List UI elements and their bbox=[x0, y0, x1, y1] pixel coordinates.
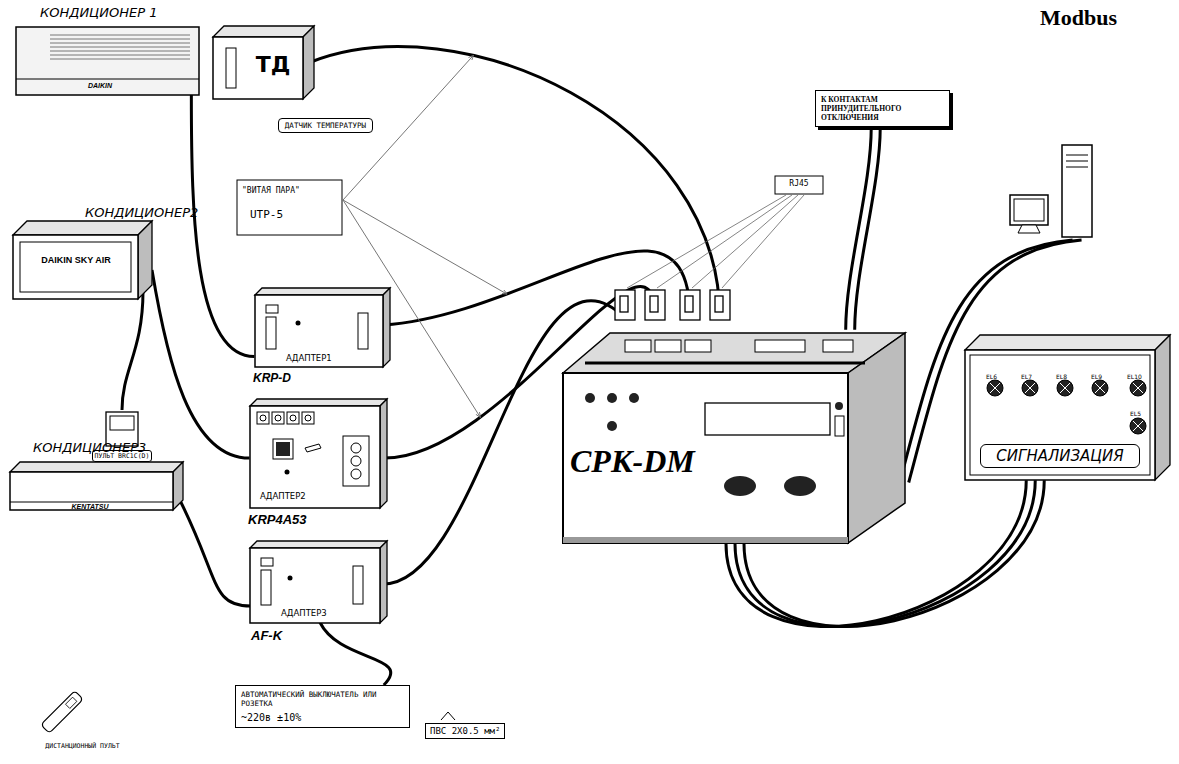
adapter-name: АДАПТЕР1 bbox=[286, 353, 376, 363]
cable-type: UTP-5 bbox=[250, 208, 330, 221]
sensor-name: ТД bbox=[248, 52, 298, 77]
callout-box bbox=[775, 176, 823, 194]
controller-unit-outline bbox=[555, 318, 915, 553]
adapter-board: АДАПТЕР2KRP4A53 bbox=[245, 396, 395, 534]
rj45-jacks bbox=[615, 290, 730, 320]
connector-name: RJ45 bbox=[777, 179, 821, 188]
power-source-box: АВТОМАТИЧЕСКИЙ ВЫКЛЮЧАТЕЛЬ ИЛИ РОЗЕТКА ~2… bbox=[235, 685, 410, 728]
adapter-board: АДАПТЕР1KRP-D bbox=[250, 283, 395, 388]
lamp-label: EL5 bbox=[1130, 410, 1150, 417]
temperature-sensor-outline bbox=[208, 22, 383, 157]
temperature-sensor: ТД ДАТЧИК ТЕМПЕРАТУРЫ bbox=[208, 22, 383, 157]
unit-heading: КОНДИЦИОНЕР3 bbox=[33, 440, 153, 455]
air-conditioner: КОНДИЦИОНЕР2DAIKIN SKY AIR bbox=[8, 205, 188, 305]
leader-lines bbox=[627, 195, 804, 288]
protocol-name: Modbus bbox=[1040, 5, 1115, 31]
cable-strand bbox=[180, 500, 251, 606]
device-caption: ДИСТАНЦИОННЫЙ ПУЛЬТ bbox=[15, 742, 150, 750]
cable-strand bbox=[855, 127, 881, 330]
controller-unit: СРК-DM bbox=[555, 318, 915, 553]
cable-strand bbox=[122, 291, 143, 410]
brand-name: DAIKIN SKY AIR bbox=[22, 255, 130, 265]
lamp-label: EL8 bbox=[1056, 373, 1076, 380]
lamp-label: EL10 bbox=[1127, 373, 1151, 380]
leader-arrow bbox=[343, 200, 507, 294]
computer: Modbus bbox=[1000, 5, 1115, 240]
cable-label: ПВС 2Х0.5 мм² bbox=[425, 723, 505, 739]
cable bbox=[122, 291, 143, 410]
air-conditioner: КОНДИЦИОНЕР3KENTATSU bbox=[5, 440, 195, 520]
sensor-caption: ДАТЧИК ТЕМПЕРАТУРЫ bbox=[278, 118, 373, 133]
computer-outline bbox=[1000, 5, 1115, 240]
lamp-label: EL6 bbox=[986, 373, 1006, 380]
callout-box bbox=[237, 180, 342, 235]
cable bbox=[180, 500, 251, 606]
callout-box: К КОНТАКТАМ ПРИНУДИТЕЛЬНОГО ОТКЛЮЧЕНИЯ bbox=[815, 90, 950, 127]
model-name: KRP-D bbox=[253, 371, 323, 385]
adapter-name: АДАПТЕР3 bbox=[281, 608, 371, 618]
adapter-board: АДАПТЕР3AF-K bbox=[245, 540, 395, 650]
brand-name: DAIKIN bbox=[70, 82, 130, 89]
remote-control bbox=[41, 691, 83, 733]
model-name: KRP4A53 bbox=[248, 512, 338, 527]
panel-name: СИГНАЛИЗАЦИЯ bbox=[980, 444, 1140, 468]
adapter-name: АДАПТЕР2 bbox=[260, 491, 355, 501]
voltage-text: ~220в ±10% bbox=[241, 712, 404, 723]
brand-name: KENTATSU bbox=[50, 503, 130, 510]
cable-strand bbox=[320, 623, 391, 686]
lamp-label: EL7 bbox=[1021, 373, 1041, 380]
device-name: СРК-DM bbox=[570, 443, 740, 480]
cable bbox=[152, 270, 250, 458]
cable bbox=[846, 127, 881, 330]
cable-strand bbox=[310, 47, 720, 318]
note-text: К КОНТАКТАМ ПРИНУДИТЕЛЬНОГО ОТКЛЮЧЕНИЯ bbox=[821, 95, 944, 122]
air-conditioner: КОНДИЦИОНЕР 1 DAIKIN bbox=[10, 5, 205, 105]
model-name: AF-K bbox=[251, 628, 301, 643]
lamp-label: EL9 bbox=[1091, 373, 1111, 380]
note-text: АВТОМАТИЧЕСКИЙ ВЫКЛЮЧАТЕЛЬ ИЛИ РОЗЕТКА bbox=[241, 690, 404, 708]
cable bbox=[320, 623, 391, 686]
cable bbox=[310, 47, 720, 318]
unit-heading: КОНДИЦИОНЕР2 bbox=[85, 205, 185, 220]
alarm-panel: СИГНАЛИЗАЦИЯ bbox=[960, 330, 1175, 485]
unit-heading: КОНДИЦИОНЕР 1 bbox=[40, 5, 190, 20]
air-conditioner-outline bbox=[10, 5, 205, 105]
label-caret bbox=[441, 712, 455, 720]
cable-strand bbox=[152, 270, 250, 458]
cable-type: "ВИТАЯ ПАРА" bbox=[242, 186, 338, 195]
